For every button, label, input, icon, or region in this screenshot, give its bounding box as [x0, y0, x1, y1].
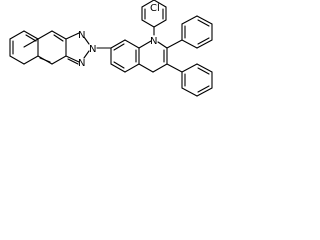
- bond: [83, 50, 90, 59]
- dihydro-ring: [138, 40, 168, 73]
- double-bond: [25, 34, 37, 42]
- bond: [23, 55, 39, 65]
- bond: [9, 30, 25, 40]
- bond: [166, 39, 183, 49]
- bond: [196, 15, 213, 25]
- double-bond: [197, 67, 210, 75]
- double-bond: [197, 85, 210, 93]
- bond: [152, 63, 168, 73]
- quinoline-benzene-ring: [110, 39, 140, 73]
- atom-label-n: N: [89, 44, 96, 55]
- atom-label-n: N: [78, 30, 85, 41]
- double-bond: [113, 61, 125, 69]
- atom-label-cl: Cl: [150, 3, 160, 14]
- bond: [181, 39, 198, 49]
- atom-label-n: N: [78, 58, 85, 69]
- bond: [196, 87, 213, 97]
- phenyl-group-upper: [166, 15, 213, 49]
- atom-label-n: N: [150, 36, 157, 47]
- double-bond: [53, 34, 64, 42]
- bond: [157, 41, 168, 49]
- bond: [196, 63, 213, 73]
- bond: [138, 40, 152, 49]
- bond: [141, 0, 155, 8]
- bond: [65, 32, 80, 40]
- bond: [153, 19, 167, 28]
- bond: [166, 63, 183, 73]
- bond: [110, 39, 126, 49]
- chlorophenyl-group: [141, 0, 167, 36]
- triazole-ring: [65, 32, 90, 65]
- double-bond: [197, 37, 210, 45]
- bond: [23, 38, 39, 48]
- bond: [181, 63, 198, 73]
- bond: [37, 30, 53, 40]
- bond: [110, 63, 126, 73]
- bond: [138, 63, 154, 73]
- bond: [9, 55, 25, 65]
- bond: [181, 15, 198, 25]
- bond: [51, 30, 67, 40]
- molecule-structure: N N N N Cl: [9, 0, 213, 97]
- double-bond: [197, 19, 210, 27]
- bond: [23, 30, 39, 40]
- naphthalene-group: [9, 30, 67, 65]
- bond: [141, 19, 155, 28]
- bond: [153, 0, 167, 8]
- bond: [65, 55, 80, 63]
- bond: [51, 55, 67, 65]
- bond: [181, 87, 198, 97]
- double-bond: [39, 57, 51, 63]
- bond: [124, 39, 140, 49]
- bond: [196, 39, 213, 49]
- double-bond: [67, 58, 79, 65]
- bond: [83, 36, 90, 45]
- bond: [124, 63, 140, 73]
- phenyl-group-lower: [166, 63, 213, 97]
- double-bond: [113, 43, 125, 51]
